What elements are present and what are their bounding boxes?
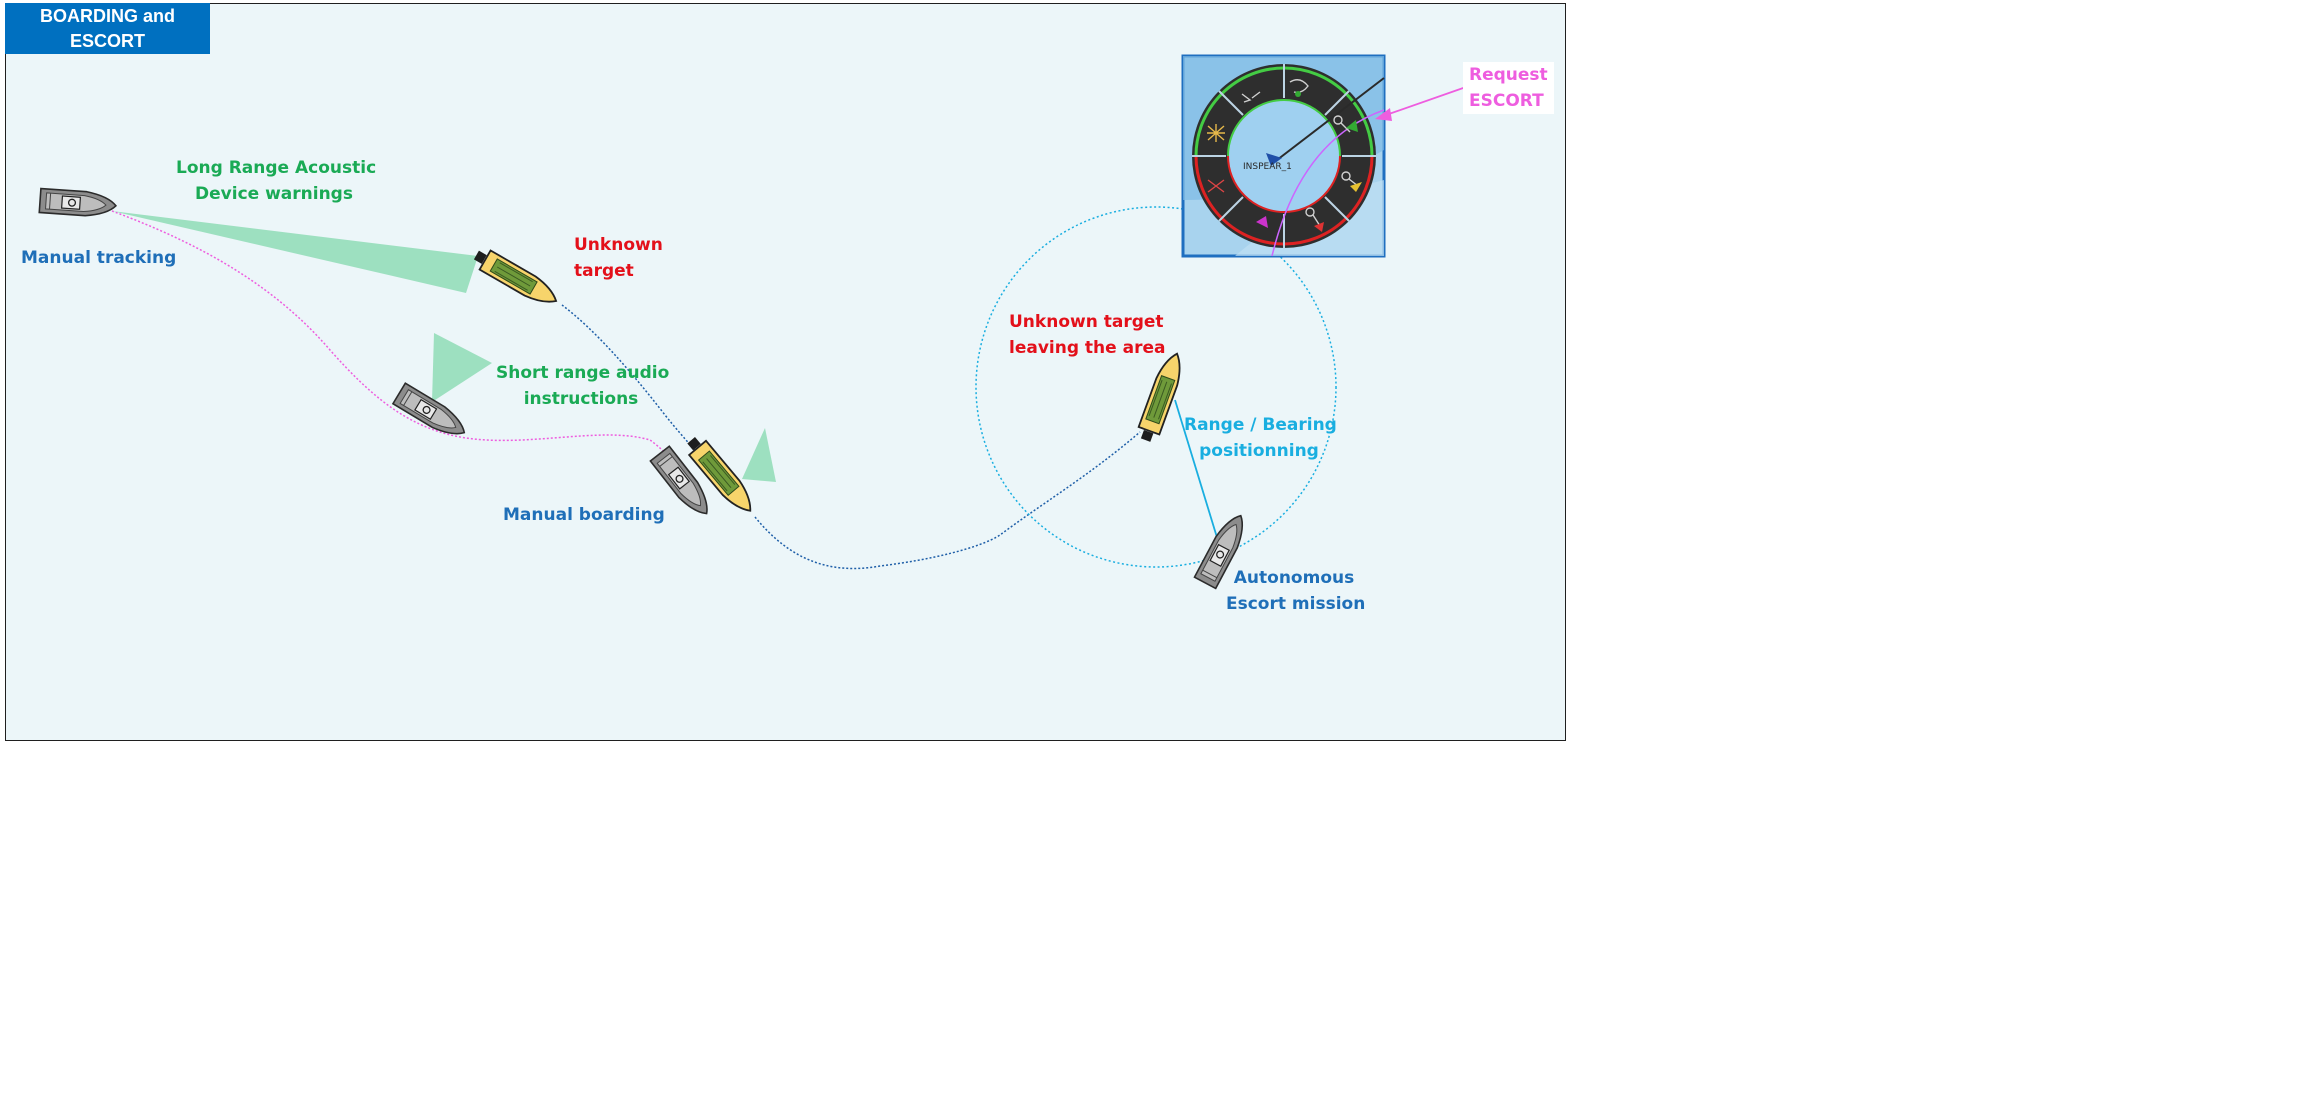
label-request-escort-line1: Request [1469, 62, 1548, 88]
label-manual-boarding: Manual boarding [503, 502, 665, 528]
label-range-bearing: Range / Bearing positionning [1184, 412, 1334, 464]
label-lrad-line1: Long Range Acoustic [176, 155, 372, 181]
label-manual-tracking: Manual tracking [21, 245, 176, 271]
diagram-title: BOARDING and ESCORT [5, 3, 210, 54]
label-range-bearing-line2: positionning [1184, 438, 1334, 464]
label-unknown-target: Unknown target [574, 232, 663, 284]
label-short-range-line1: Short range audio [496, 360, 666, 386]
label-escort-mission: Autonomous Escort mission [1226, 565, 1362, 617]
label-request-escort-line2: ESCORT [1469, 88, 1548, 114]
label-leaving-area-line2: leaving the area [1009, 335, 1165, 361]
label-unknown-target-line2: target [574, 258, 663, 284]
label-leaving-area-line1: Unknown target [1009, 309, 1165, 335]
label-lrad: Long Range Acoustic Device warnings [176, 155, 372, 207]
radial-menu-panel [1183, 56, 1384, 256]
label-short-range-line2: instructions [496, 386, 666, 412]
diagram-title-text: BOARDING and ESCORT [5, 4, 210, 54]
label-escort-mission-line2: Escort mission [1226, 591, 1362, 617]
label-leaving-area: Unknown target leaving the area [1009, 309, 1165, 361]
label-lrad-line2: Device warnings [176, 181, 372, 207]
label-unknown-target-line1: Unknown [574, 232, 663, 258]
unknown-target-boat [471, 245, 562, 310]
unit-name-label: INSPEAR_1 [1243, 162, 1292, 172]
patrol-boat-short-range [393, 383, 471, 443]
label-escort-mission-line1: Autonomous [1226, 565, 1362, 591]
label-range-bearing-line1: Range / Bearing [1184, 412, 1334, 438]
scene-drawing [0, 0, 1568, 743]
label-short-range: Short range audio instructions [496, 360, 666, 412]
label-request-escort: Request ESCORT [1463, 62, 1554, 114]
leaving-target-boat [1135, 350, 1187, 444]
diagram-stage: INSPEAR_1 BOARDING and ESCORT Manual tra… [0, 0, 1568, 743]
patrol-boat-manual-tracking [39, 189, 116, 218]
